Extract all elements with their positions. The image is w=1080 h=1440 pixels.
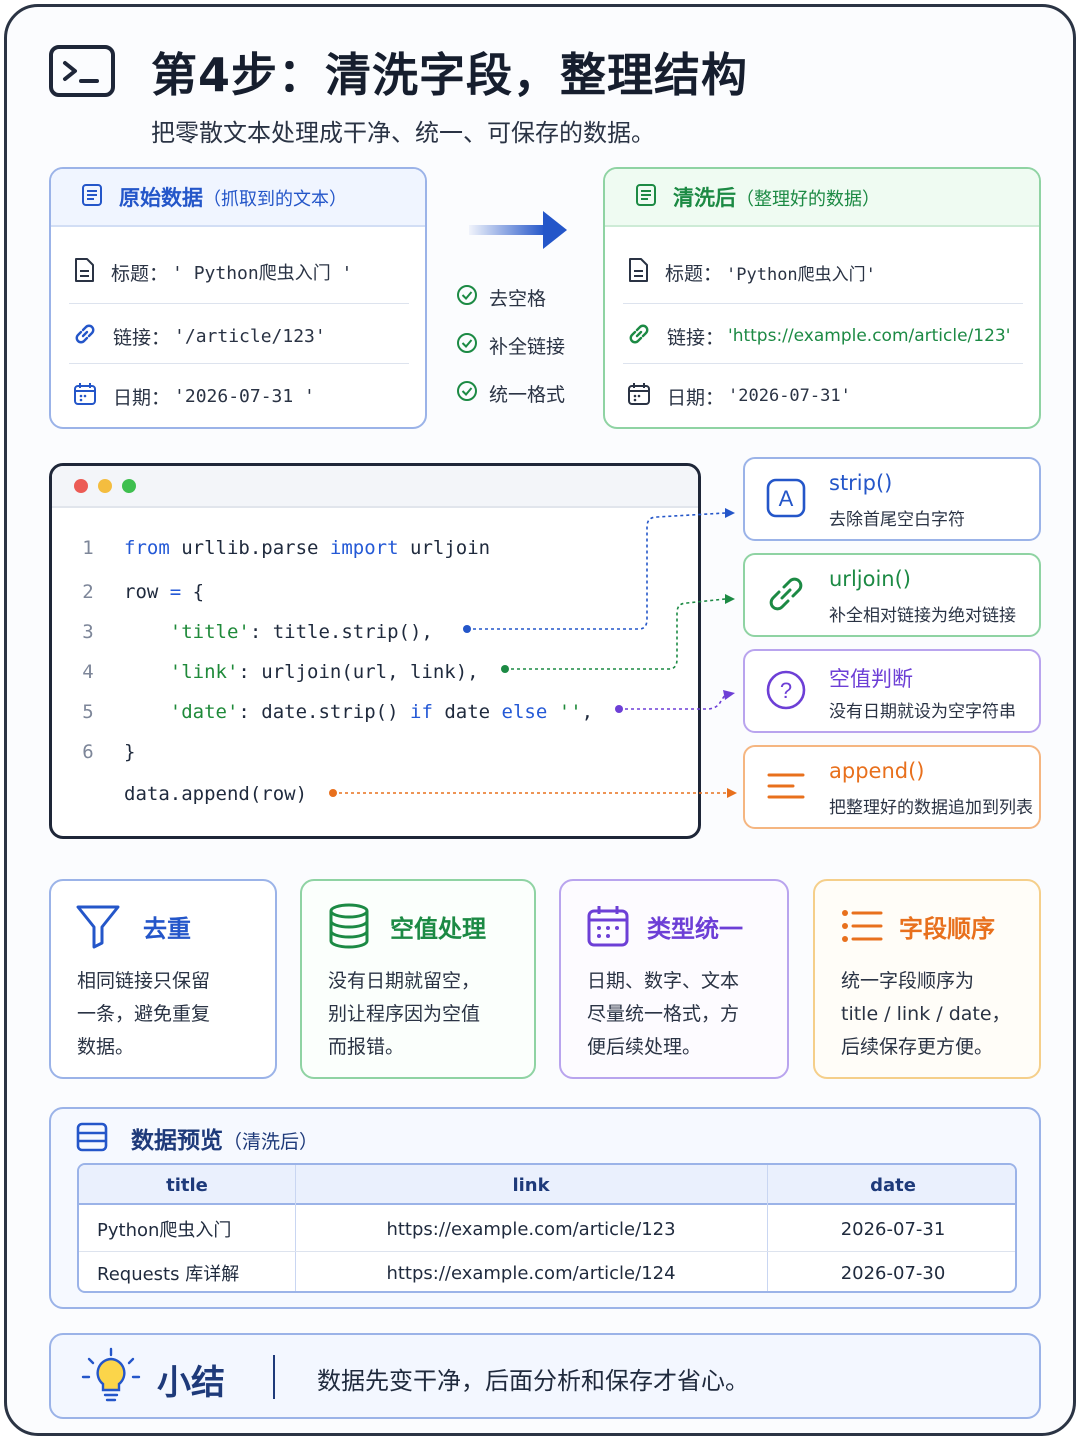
summary-box: 小结 数据先变干净，后面分析和保存才省心。 xyxy=(49,1333,1041,1419)
feature-dedupe: 去重 相同链接只保留一条，避免重复数据。 xyxy=(49,879,277,1079)
code-line: 5 'date': date.strip() if date else '', xyxy=(52,692,593,732)
column-header: date xyxy=(870,1174,916,1196)
svg-text:?: ? xyxy=(780,678,792,703)
line-number: 3 xyxy=(82,621,94,643)
code-block: 1 from urllib.parse import urljoin 2 row = … xyxy=(49,463,701,839)
code-line: 3 'title': title.strip(), xyxy=(52,612,433,652)
code-line: 2 row = { xyxy=(52,572,204,612)
link-icon xyxy=(763,571,809,617)
note-append: append() 把整理好的数据追加到列表 xyxy=(743,745,1041,829)
calendar-icon xyxy=(583,901,633,951)
list-lines-icon xyxy=(763,763,809,809)
summary-divider xyxy=(273,1355,275,1399)
close-dot-icon xyxy=(74,479,88,493)
page-title: 第4步：清洗字段，整理结构 xyxy=(151,48,749,102)
connector-lines xyxy=(329,508,737,798)
check-circle-icon xyxy=(455,379,479,408)
code-line: data.append(row) xyxy=(52,774,307,814)
transform-arrow-icon xyxy=(469,207,569,257)
clean-title-row: 标题：'Python爬虫入门' xyxy=(625,243,1023,301)
line-number: 2 xyxy=(82,581,94,603)
letter-a-icon: A xyxy=(763,475,809,521)
file-icon xyxy=(625,256,651,289)
column-header: title xyxy=(166,1174,208,1196)
table-cell: https://example.com/article/123 xyxy=(386,1218,676,1240)
feature-type-unify: 类型统一 日期、数字、文本尽量统一格式，方便后续处理。 xyxy=(559,879,789,1079)
table-cell: https://example.com/article/124 xyxy=(386,1262,676,1284)
code-line: 4 'link': urljoin(url, link), xyxy=(52,652,479,692)
note-urljoin: urljoin() 补全相对链接为绝对链接 xyxy=(743,553,1041,637)
raw-date-row: 日期：'2026-07-31 ' xyxy=(71,367,409,425)
page-frame: 第4步：清洗字段，整理结构 把零散文本处理成干净、统一、可保存的数据。 原始数据… xyxy=(4,4,1076,1436)
line-number: 4 xyxy=(82,661,94,683)
link-icon xyxy=(71,320,99,353)
code-text: data.append(row) xyxy=(124,783,308,805)
code-window-bar xyxy=(52,466,698,508)
note-null-check: ? 空值判断 没有日期就设为空字符串 xyxy=(743,649,1041,733)
question-icon: ? xyxy=(763,667,809,713)
code-text: 'title': title.strip(), xyxy=(169,621,433,643)
raw-card-header: 原始数据（抓取到的文本） xyxy=(51,169,425,227)
code-text: 'date': date.strip() if date else '', xyxy=(169,701,594,723)
calendar-icon xyxy=(625,380,653,413)
clean-date-row: 日期：'2026-07-31' xyxy=(625,367,1023,425)
clean-card-header: 清洗后（整理好的数据） xyxy=(605,169,1039,227)
minimize-dot-icon xyxy=(98,479,112,493)
line-number: 1 xyxy=(82,537,94,559)
clean-link-row: 链接：'https://example.com/article/123' xyxy=(625,307,1023,365)
step-item: 补全链接 xyxy=(455,321,565,369)
code-text: row = { xyxy=(124,581,205,603)
table-cell: Python爬虫入门 xyxy=(97,1220,232,1241)
raw-title-row: 标题：' Python爬虫入门 ' xyxy=(71,243,409,301)
raw-card-title: 原始数据（抓取到的文本） xyxy=(119,186,347,210)
column-header: link xyxy=(512,1174,550,1196)
table-icon xyxy=(75,1121,109,1157)
summary-title: 小结 xyxy=(157,1363,225,1403)
raw-data-card: 原始数据（抓取到的文本） 标题：' Python爬虫入门 ' 链接：'/arti… xyxy=(49,167,427,429)
step-item: 统一格式 xyxy=(455,369,565,417)
table-cell: 2026-07-31 xyxy=(840,1218,946,1240)
file-icon xyxy=(71,256,97,289)
table-cell: Requests 库详解 xyxy=(97,1264,240,1285)
preview-title: 数据预览（清洗后） xyxy=(131,1128,319,1154)
clean-card-title: 清洗后（整理好的数据） xyxy=(673,186,880,210)
svg-text:A: A xyxy=(779,486,794,511)
feature-null-handling: 空值处理 没有日期就留空，别让程序因为空值而报错。 xyxy=(300,879,536,1079)
document-icon xyxy=(79,182,105,212)
code-line: 1 from urllib.parse import urljoin xyxy=(52,528,490,568)
data-preview: 数据预览（清洗后） title link date Python爬虫入门 htt… xyxy=(49,1107,1041,1309)
lightbulb-icon xyxy=(81,1347,141,1413)
raw-link-row: 链接：'/article/123' xyxy=(71,307,409,365)
document-icon xyxy=(633,182,659,212)
code-text: from urllib.parse import urljoin xyxy=(124,537,491,559)
calendar-icon xyxy=(71,380,99,413)
cleaning-steps: 去空格 补全链接 统一格式 xyxy=(455,273,565,417)
preview-table: title link date Python爬虫入门 https://examp… xyxy=(77,1163,1017,1293)
line-number: 6 xyxy=(82,741,94,763)
summary-text: 数据先变干净，后面分析和保存才省心。 xyxy=(317,1367,749,1395)
note-strip: A strip() 去除首尾空白字符 xyxy=(743,457,1041,541)
page-subtitle: 把零散文本处理成干净、统一、可保存的数据。 xyxy=(151,119,655,147)
filter-icon xyxy=(73,901,123,951)
code-line: 6} xyxy=(52,732,135,772)
line-number: 5 xyxy=(82,701,94,723)
maximize-dot-icon xyxy=(122,479,136,493)
step-item: 去空格 xyxy=(455,273,565,321)
code-text: 'link': urljoin(url, link), xyxy=(169,661,479,683)
database-icon xyxy=(324,901,374,951)
code-text: } xyxy=(124,741,136,763)
clean-data-card: 清洗后（整理好的数据） 标题：'Python爬虫入门' 链接：'https://… xyxy=(603,167,1041,429)
table-cell: 2026-07-30 xyxy=(840,1262,946,1284)
table-header: title link date xyxy=(79,1165,1015,1205)
link-icon xyxy=(625,320,653,353)
check-circle-icon xyxy=(455,331,479,360)
check-circle-icon xyxy=(455,283,479,312)
list-icon xyxy=(837,901,887,951)
terminal-icon xyxy=(49,45,115,97)
